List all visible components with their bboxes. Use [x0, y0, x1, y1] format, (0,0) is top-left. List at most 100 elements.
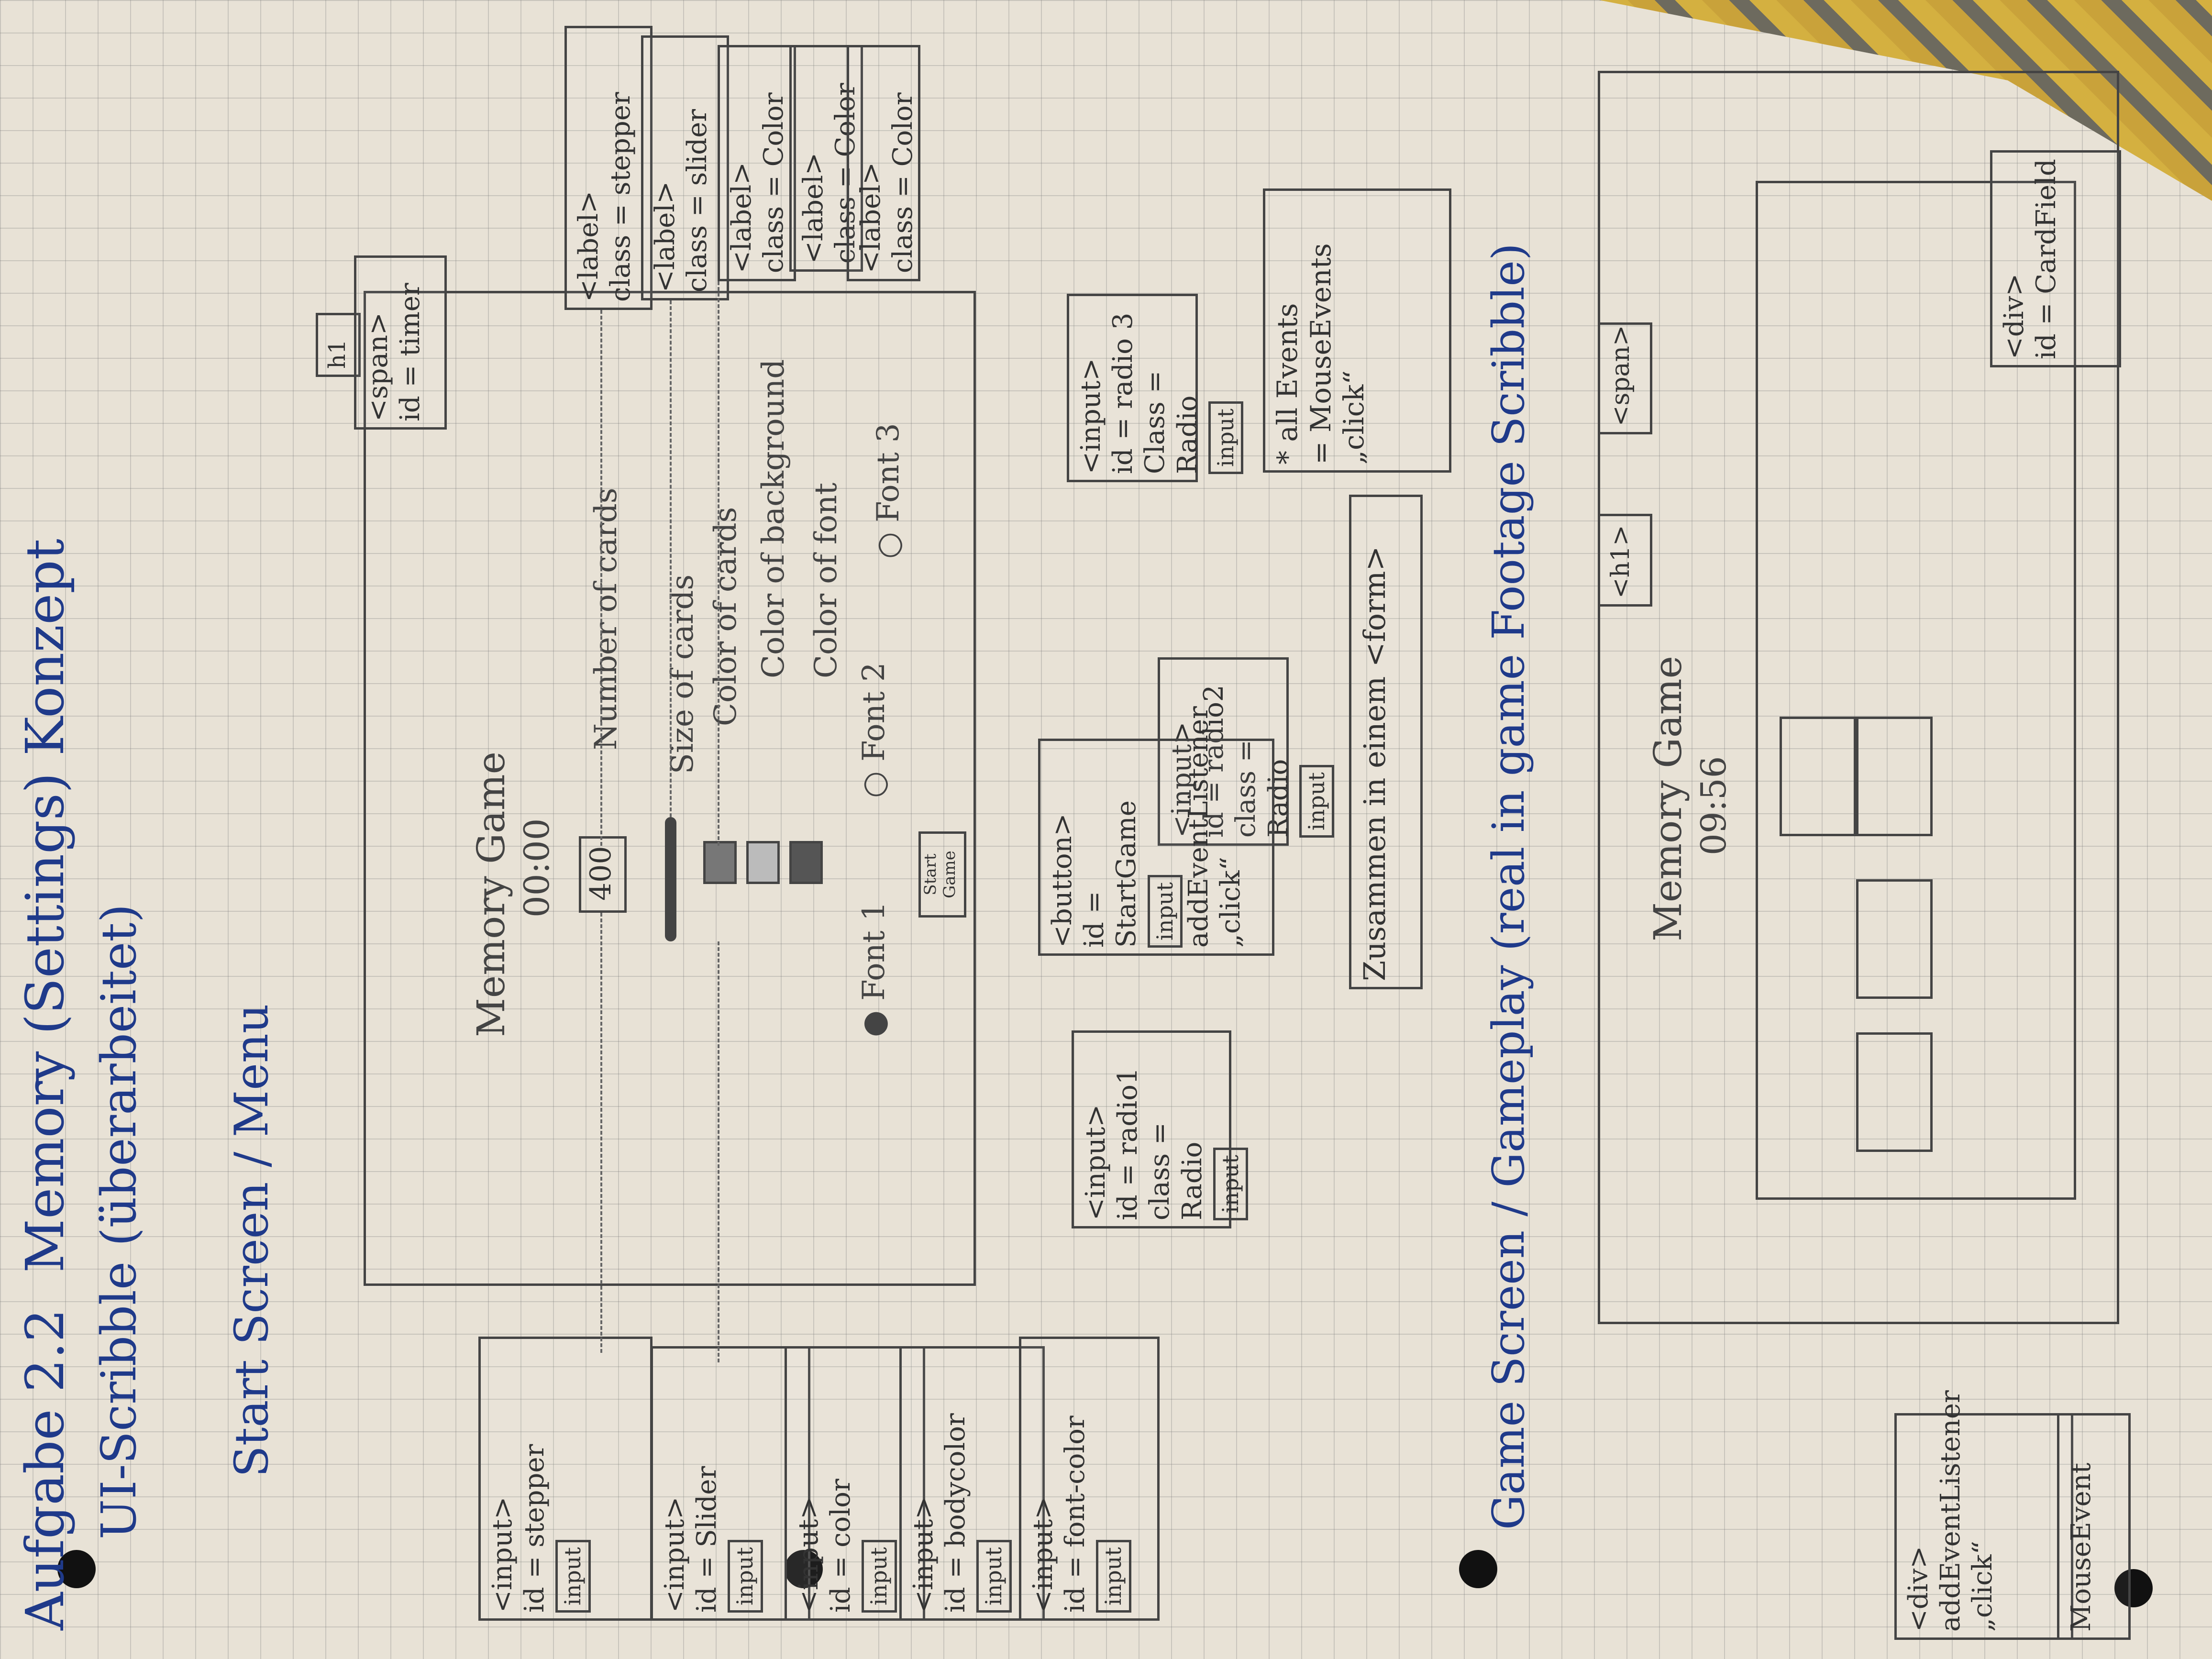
mouse-event-annotation: MouseEvent	[2057, 1413, 2131, 1640]
events-annotation: * all Events= MouseEvents„click“	[1263, 188, 1451, 473]
label-annotation: <label>class = stepper	[564, 26, 653, 310]
radio3-tag: <input>	[1075, 358, 1106, 474]
radio-font3[interactable]: ○ Font 3	[871, 423, 906, 559]
ann-id: id = color	[825, 1479, 857, 1613]
radio1-class: class = Radio	[1144, 1122, 1208, 1220]
radio-font1[interactable]: ● Font 1	[856, 901, 892, 1037]
memory-card[interactable]	[1780, 717, 1856, 836]
ann-id: id = stepper	[519, 1444, 551, 1613]
size-slider[interactable]	[665, 817, 676, 941]
radio1-input: input	[1213, 1148, 1248, 1220]
game-screen-label: Game Screen / Gameplay (real in game Foo…	[1483, 243, 1534, 1530]
events-all: * all Events	[1271, 303, 1304, 465]
label-number-cards: Number of cards	[588, 487, 624, 750]
game-timer: 09:56	[1693, 756, 1734, 856]
div2-listener: addEventListener	[1935, 1390, 1967, 1632]
font-color-picker[interactable]	[789, 841, 823, 884]
ann-tag: <label>	[726, 162, 757, 273]
ann-tag: <input>	[1028, 1496, 1059, 1613]
div-tag: <div>	[1999, 273, 2030, 359]
start-screen-label: Start Screen / Menu	[225, 1004, 278, 1477]
radio1-tag: <input>	[1080, 1104, 1111, 1220]
radio3-input: input	[1208, 401, 1243, 474]
start-title: Memory Game	[469, 752, 513, 1037]
stepper-value: 400	[584, 846, 618, 901]
connector	[600, 913, 602, 1353]
ann-tag: <label>	[573, 190, 604, 302]
btn-tag: <button>	[1047, 813, 1078, 948]
ann-sub: input	[1096, 1540, 1131, 1613]
div2-tag: <div>	[1903, 1546, 1934, 1632]
ann-sub: input	[862, 1540, 897, 1613]
page-heading: Aufgabe 2.2 Memory (Settings) Konzept	[14, 539, 76, 1630]
binder-hole	[785, 1550, 823, 1588]
radio-font2[interactable]: ○ Font 2	[856, 662, 892, 798]
heading-part2: Memory (Settings) Konzept	[14, 539, 76, 1273]
memory-card[interactable]	[1856, 1032, 1933, 1152]
radio3-id: id = radio 3	[1107, 312, 1139, 474]
form-annotation: Zusammen in einem <form>	[1349, 495, 1423, 989]
memory-card[interactable]	[1856, 717, 1933, 836]
span-tag-annotation: <span>	[1598, 322, 1652, 434]
radio1-id: id = radio1	[1112, 1067, 1144, 1220]
label-annotation: <label>class = Color	[847, 45, 920, 281]
connector	[670, 300, 672, 817]
ann-class: class = Color	[887, 92, 919, 273]
events-click: „click“	[1338, 370, 1371, 465]
div-listener-annotation: <div>addEventListener„click“	[1894, 1390, 2073, 1640]
ann-tag: <label>	[855, 162, 886, 273]
label-color-cards: Color of cards	[708, 507, 743, 726]
game-title: Memory Game	[1646, 656, 1690, 941]
events-mouse: = MouseEvents	[1304, 243, 1337, 465]
ann-tag: <input>	[908, 1496, 939, 1613]
memory-card[interactable]	[1856, 879, 1933, 999]
div-annotation: <div>id = CardField	[1990, 150, 2121, 367]
connector	[600, 310, 602, 846]
start-timer: 00:00	[517, 818, 557, 918]
h1-tag-annotation: <h1>	[1598, 514, 1652, 607]
font1-label: Font 1	[856, 901, 892, 1001]
btn-input: input	[1147, 875, 1183, 948]
card-color-picker[interactable]	[703, 841, 737, 884]
ann-sub: input	[976, 1540, 1012, 1613]
ann-sub: input	[728, 1540, 763, 1613]
start-button-label: Start Game	[921, 851, 959, 898]
connector	[718, 941, 719, 1362]
btn-event: „click“	[1215, 856, 1246, 948]
connector	[718, 281, 719, 846]
binder-hole	[2114, 1569, 2153, 1607]
radio3-class: Class = Radio	[1139, 370, 1203, 474]
ann-tag: <label>	[650, 181, 681, 292]
label-annotation: <label>class = slider	[641, 35, 729, 300]
btn-id: id = StartGame	[1079, 800, 1142, 948]
ann-sub: input	[555, 1540, 591, 1613]
ann-id: id = Slider	[691, 1466, 723, 1613]
ann-tag: <label>	[798, 152, 829, 264]
scribble-title: UI-Scribble (überarbeitet)	[91, 904, 147, 1539]
start-game-button[interactable]: Start Game	[918, 831, 966, 918]
ann-id: id = font-color	[1060, 1416, 1091, 1613]
label-color-font: Color of font	[808, 482, 844, 678]
ann-class: class = stepper	[605, 92, 637, 302]
font2-label: Font 2	[856, 662, 892, 762]
ann-class: class = Color	[758, 92, 790, 273]
btn-listener: addEventListener	[1183, 706, 1214, 948]
ann-id: id = bodycolor	[940, 1413, 972, 1613]
label-annotation: <label>class = Color	[718, 45, 796, 281]
ann-class: class = slider	[682, 109, 713, 292]
heading-part1: Aufgabe 2.2	[14, 1308, 76, 1630]
ann-tag: <input>	[793, 1496, 824, 1613]
cards-stepper[interactable]: 400	[579, 836, 627, 913]
span-annotation: <span>id = timer	[354, 255, 447, 430]
div2-click: „click“	[1967, 1540, 1999, 1632]
span-tag: <span>	[363, 312, 394, 421]
background-color-picker[interactable]	[746, 841, 780, 884]
span-id: id = timer	[395, 283, 426, 421]
